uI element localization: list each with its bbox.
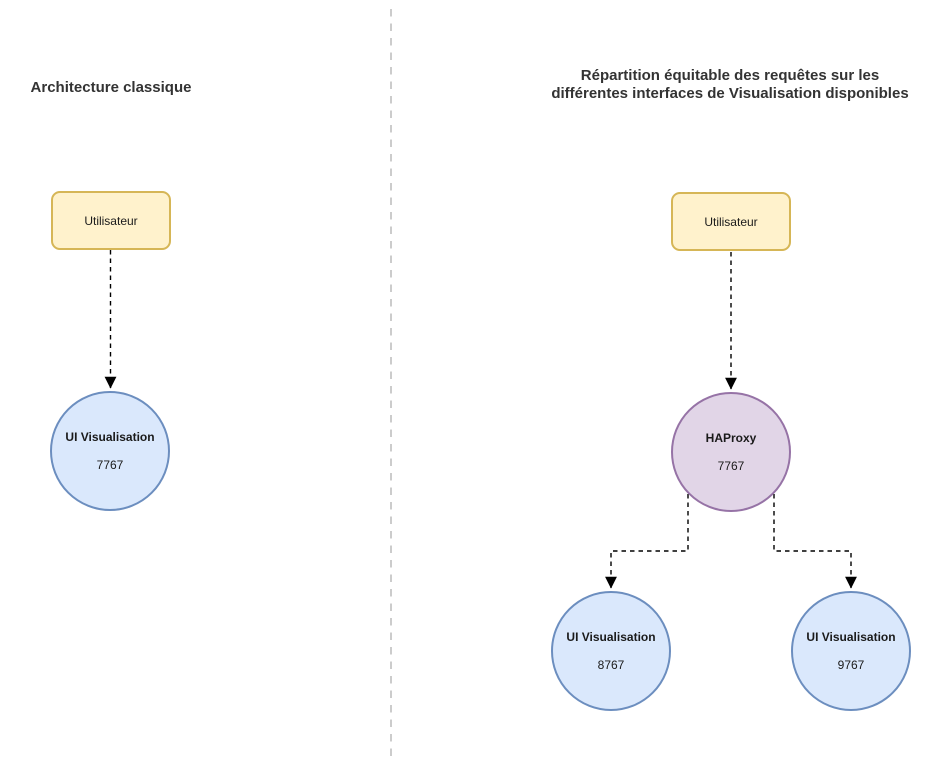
user-box-right: Utilisateur [671, 192, 791, 251]
haproxy-node: HAProxy 7767 [671, 392, 791, 512]
ui-visualisation-node-7767: UI Visualisation 7767 [50, 391, 170, 511]
user-box-right-label: Utilisateur [704, 214, 758, 229]
right-panel-title-line1: Répartition équitable des requêtes sur l… [580, 67, 880, 84]
haproxy-node-label: HAProxy [705, 431, 757, 445]
ui-node-port: 9767 [837, 658, 865, 672]
ui-node-port: 8767 [597, 658, 625, 672]
left-panel-title: Architecture classique [30, 79, 192, 96]
right-panel-title-line2: différentes interfaces de Visualisation … [551, 85, 909, 102]
haproxy-node-port: 7767 [717, 459, 745, 473]
ui-node-label: UI Visualisation [806, 630, 896, 644]
dashed-arrow-haproxy-to-ui-9767 [773, 494, 857, 589]
ui-node-port: 7767 [96, 458, 124, 472]
user-box-left: Utilisateur [51, 191, 171, 250]
user-box-left-label: Utilisateur [84, 213, 138, 228]
ui-visualisation-node-8767: UI Visualisation 8767 [551, 591, 671, 711]
ui-node-label: UI Visualisation [566, 630, 656, 644]
ui-visualisation-node-9767: UI Visualisation 9767 [791, 591, 911, 711]
right-panel-title: Répartition équitable des requêtes sur l… [520, 67, 940, 103]
dashed-arrow-haproxy-to-ui-8767 [605, 494, 689, 589]
ui-node-label: UI Visualisation [65, 430, 155, 444]
